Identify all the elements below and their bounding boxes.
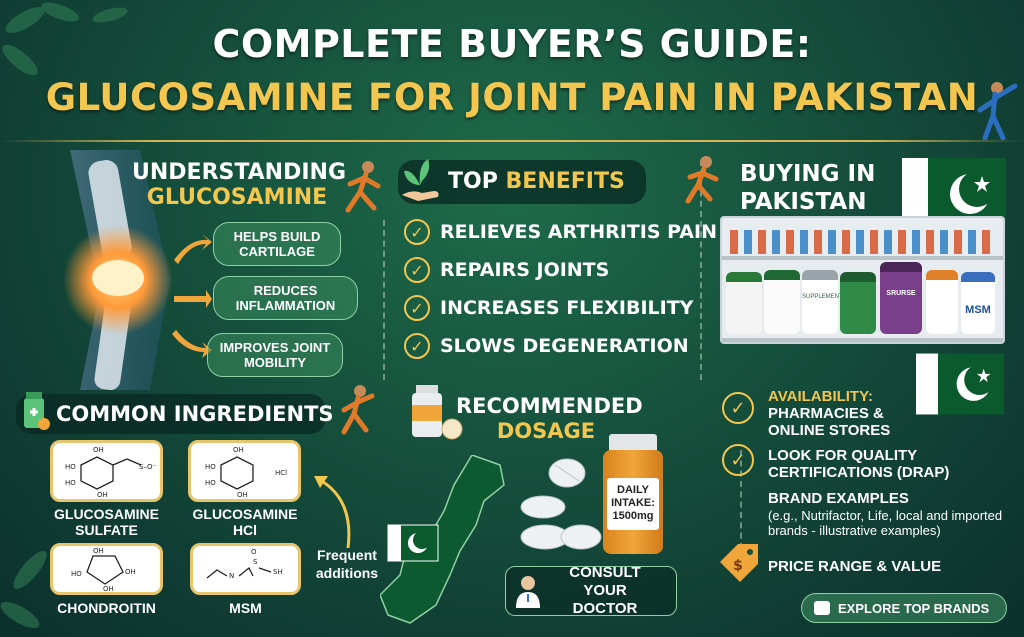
stretching-person-icon (977, 82, 1018, 140)
page-subtitle: GLUCOSAMINE FOR JOINT PAIN IN PAKISTAN (45, 76, 979, 119)
benefit-item: ✓REPAIRS JOINTS (404, 257, 609, 283)
svg-text:S–O⁻: S–O⁻ (139, 463, 156, 471)
benefit-item: ✓RELIEVES ARTHRITIS PAIN (404, 219, 717, 245)
molecule-name: GLUCOSAMINE SULFATE (54, 506, 159, 538)
benefit-pill-mobility: IMPROVES JOINT MOBILITY (207, 333, 343, 377)
tablets-icon (520, 458, 602, 550)
benefits-heading: TOP BENEFITS (448, 169, 625, 194)
benefit-pill-inflammation: REDUCES INFLAMMATION (213, 276, 358, 320)
curved-arrow-icon (314, 476, 351, 549)
svg-text:O: O (251, 548, 257, 556)
check-icon: ✓ (404, 257, 430, 283)
explore-brands-button[interactable]: EXPLORE TOP BRANDS (801, 593, 1007, 623)
svg-text:OH: OH (97, 491, 108, 499)
svg-text:N: N (229, 572, 234, 580)
runner-icon (345, 161, 381, 213)
svg-text:OH: OH (93, 446, 104, 454)
doctor-icon (516, 576, 540, 608)
brands-note: (e.g., Nutrifactor, Life, local and impo… (768, 508, 1003, 538)
runner-icon (341, 385, 375, 435)
product-bottle (926, 270, 958, 334)
svg-text:OH: OH (233, 446, 244, 454)
svg-text:$: $ (733, 558, 743, 574)
svg-text:HO: HO (65, 463, 76, 471)
runner-icon (685, 156, 719, 204)
svg-text:HO: HO (71, 570, 82, 578)
flag-icon (916, 353, 1004, 415)
pills-icon (412, 385, 463, 440)
column-divider (740, 450, 742, 580)
column-divider (383, 220, 385, 380)
knee-joint-icon (63, 150, 173, 391)
svg-text:OH: OH (125, 568, 136, 576)
page-title: COMPLETE BUYER’S GUIDE: (212, 22, 812, 66)
quality-text: LOOK FOR QUALITY CERTIFICATIONS (DRAP) (768, 447, 950, 481)
svg-text:HO: HO (205, 463, 216, 471)
molecule-card-glucosamine-hcl: OH HO HO OH HCl (188, 440, 301, 502)
molecule-name: GLUCOSAMINE HCl (192, 506, 298, 538)
benefit-item: ✓SLOWS DEGENERATION (404, 333, 689, 359)
svg-text:HO: HO (65, 479, 76, 487)
daily-intake-label: DAILY INTAKE: 1500mg (607, 478, 659, 530)
availability-text: AVAILABILITY: PHARMACIES & ONLINE STORES (768, 388, 891, 439)
price-text: PRICE RANGE & VALUE (768, 558, 942, 575)
product-bottle: SRURSE (880, 262, 922, 334)
pakistan-map-icon (380, 455, 505, 624)
plant-hand-icon (402, 159, 439, 201)
molecule-name: CHONDROITIN (57, 600, 156, 616)
arrow-icon (172, 234, 212, 358)
ingredients-banner (16, 394, 326, 434)
svg-text:OH: OH (237, 491, 248, 499)
svg-text:OH: OH (93, 547, 104, 555)
product-bottle: MSM (961, 272, 995, 334)
check-icon: ✓ (404, 333, 430, 359)
leaf-decoration-icon (0, 550, 47, 628)
svg-text:S: S (253, 558, 258, 566)
brands-title: BRAND EXAMPLES (768, 490, 909, 507)
bottle-icon (24, 392, 50, 430)
svg-text:OH: OH (103, 585, 114, 592)
molecule-name: MSM (229, 600, 262, 616)
price-tag-icon: $ (720, 544, 758, 582)
header-divider (0, 140, 1024, 142)
check-icon: ✓ (722, 444, 754, 476)
supplement-jar: DAILY INTAKE: 1500mg (603, 434, 663, 554)
leaf-decoration-icon (2, 2, 128, 76)
consult-doctor-box: CONSULT YOUR DOCTOR (505, 564, 677, 617)
molecule-card-chondroitin: OH HO OH OH (50, 543, 163, 595)
check-icon: ✓ (404, 219, 430, 245)
svg-text:HO: HO (205, 479, 216, 487)
check-icon: ✓ (722, 392, 754, 424)
frequent-additions-label: Frequent additions (315, 547, 379, 581)
benefit-pill-cartilage: HELPS BUILD CARTILAGE (213, 222, 341, 266)
product-bottle (764, 270, 800, 334)
molecule-card-msm: N S SH O (190, 543, 301, 595)
svg-text:HCl: HCl (275, 469, 287, 477)
column-divider (700, 160, 702, 380)
benefits-banner (398, 160, 646, 204)
product-bottle: SUPPLEMENT (802, 270, 843, 334)
svg-text:SH: SH (273, 568, 283, 576)
ingredients-heading: COMMON INGREDIENTS (56, 402, 334, 426)
check-icon: ✓ (404, 295, 430, 321)
cart-icon (814, 601, 830, 615)
product-bottle (726, 272, 762, 334)
product-bottle (840, 272, 876, 334)
benefit-item: ✓INCREASES FLEXIBILITY (404, 295, 693, 321)
molecule-card-glucosamine-sulfate: OH HO HO OH S–O⁻ (50, 440, 163, 502)
